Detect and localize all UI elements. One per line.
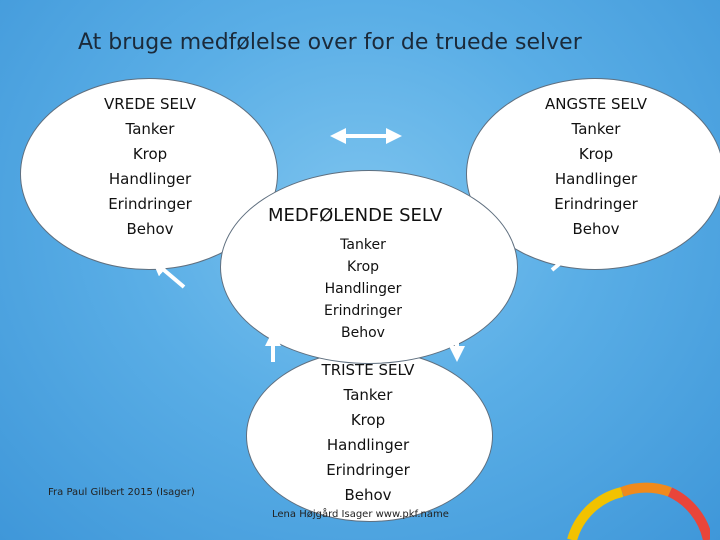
vrede-item-krop: Krop bbox=[132, 145, 168, 163]
arrow-icon bbox=[550, 244, 583, 272]
triste-selv-ellipse bbox=[246, 350, 493, 522]
medfoelende-selv-heading: MEDFØLENDE SELV bbox=[268, 205, 443, 226]
triste-item-tanker: Tanker bbox=[343, 386, 393, 404]
angste-selv-text: ANGSTE SELV Tanker Krop Handlinger Erind… bbox=[526, 92, 666, 242]
triste-selv-text: TRISTE SELV Tanker Krop Handlinger Erind… bbox=[303, 358, 433, 508]
angste-item-tanker: Tanker bbox=[571, 120, 621, 138]
triste-item-behov: Behov bbox=[344, 486, 392, 504]
angste-item-erindringer: Erindringer bbox=[554, 195, 638, 213]
triste-item-krop: Krop bbox=[350, 411, 386, 429]
triste-item-handlinger: Handlinger bbox=[326, 436, 410, 454]
vrede-selv-text: VREDE SELV Tanker Krop Handlinger Erindr… bbox=[80, 92, 220, 242]
credit-footer: Lena Højgård Isager www.pkf.name bbox=[272, 509, 449, 520]
vrede-selv-heading: VREDE SELV bbox=[104, 95, 196, 113]
triste-item-erindringer: Erindringer bbox=[326, 461, 410, 479]
medfoelende-selv-text: Tanker Krop Handlinger Erindringer Behov bbox=[298, 234, 428, 344]
medfoelende-item-behov: Behov bbox=[341, 325, 385, 341]
triste-selv-heading: TRISTE SELV bbox=[321, 361, 415, 379]
source-note: Fra Paul Gilbert 2015 (Isager) bbox=[48, 487, 195, 498]
arrow-icon bbox=[151, 259, 186, 289]
angste-item-krop: Krop bbox=[578, 145, 614, 163]
angste-item-handlinger: Handlinger bbox=[554, 170, 638, 188]
slide-title: At bruge medfølelse over for de truede s… bbox=[78, 30, 582, 55]
angste-selv-heading: ANGSTE SELV bbox=[544, 95, 647, 113]
medfoelende-item-krop: Krop bbox=[346, 259, 380, 275]
vrede-item-erindringer: Erindringer bbox=[108, 195, 192, 213]
vrede-item-tanker: Tanker bbox=[125, 120, 175, 138]
medfoelende-item-erindringer: Erindringer bbox=[323, 303, 403, 319]
medfoelende-item-handlinger: Handlinger bbox=[324, 281, 402, 297]
logo-arc-icon bbox=[567, 482, 710, 540]
vrede-item-handlinger: Handlinger bbox=[108, 170, 192, 188]
vrede-item-behov: Behov bbox=[126, 220, 174, 238]
medfoelende-item-tanker: Tanker bbox=[340, 237, 386, 253]
angste-item-behov: Behov bbox=[572, 220, 620, 238]
